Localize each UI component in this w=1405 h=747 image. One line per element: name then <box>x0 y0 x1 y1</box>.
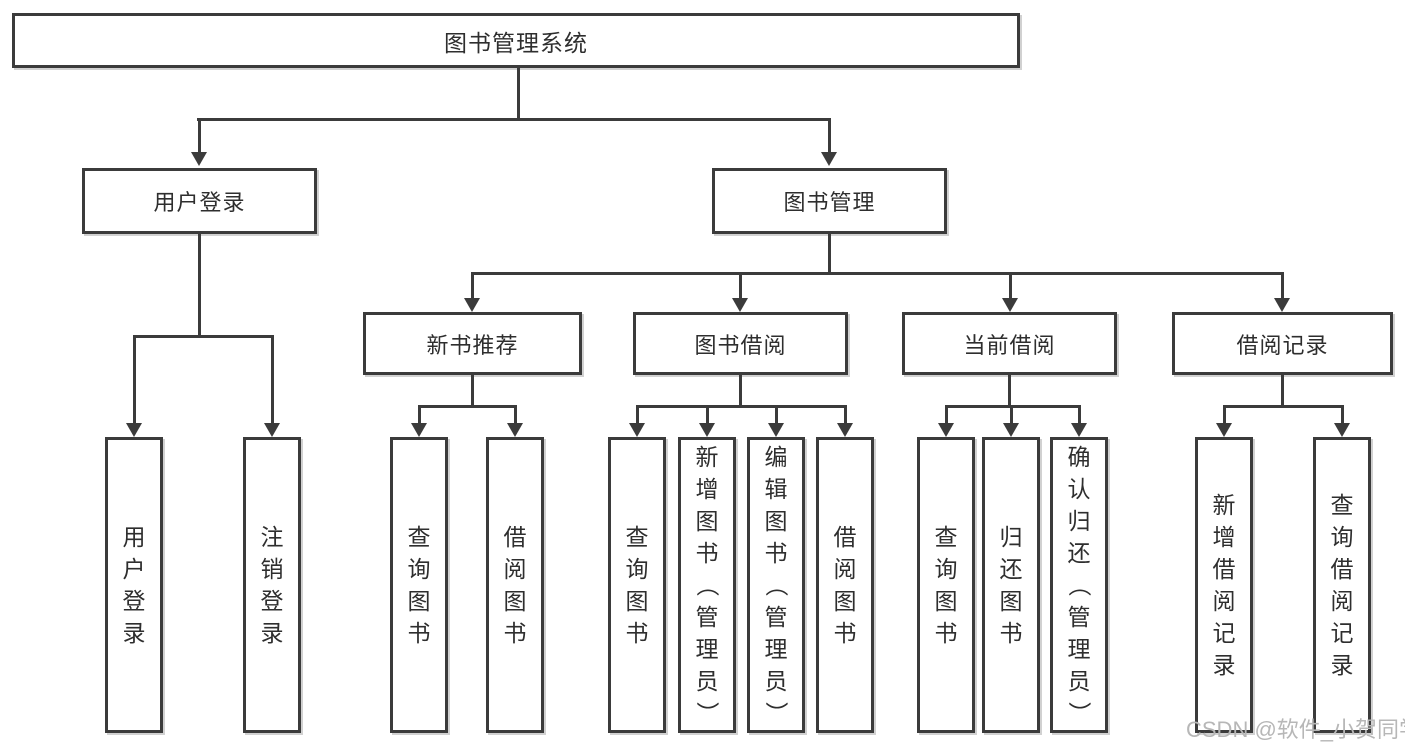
node-root-label: 图书管理系统 <box>444 29 588 56</box>
leaf-newbooks-borrow-label: 借阅图书 <box>503 524 527 646</box>
leaf-records-query: 查询借阅记录 <box>1313 437 1371 733</box>
node-new-book-recommend: 新书推荐 <box>363 312 582 375</box>
connector-line <box>1280 272 1284 298</box>
arrow-down-icon <box>264 423 280 437</box>
connector-line <box>828 234 831 272</box>
arrow-down-icon <box>732 298 748 312</box>
node-user-login-label: 用户登录 <box>153 190 246 215</box>
connector-line <box>470 272 474 298</box>
arrow-down-icon <box>1071 423 1087 437</box>
leaf-current-confirm-admin: 确认归还（管理员） <box>1050 437 1108 733</box>
connector-line <box>417 405 517 408</box>
leaf-current-return: 归还图书 <box>982 437 1040 733</box>
leaf-logout: 注销登录 <box>243 437 301 733</box>
leaf-user-login-label: 用户登录 <box>122 524 146 646</box>
leaf-records-add-label: 新增借阅记录 <box>1212 492 1236 678</box>
leaf-borrow-query-label: 查询图书 <box>625 524 649 646</box>
connector-line <box>197 118 831 121</box>
arrow-down-icon <box>821 152 837 166</box>
connector-line <box>843 405 847 423</box>
connector-line <box>516 68 520 118</box>
connector-line <box>1077 405 1081 423</box>
arrow-down-icon <box>191 152 207 166</box>
arrow-down-icon <box>507 423 523 437</box>
leaf-borrow-book: 借阅图书 <box>816 437 874 733</box>
connector-line <box>132 335 274 338</box>
leaf-current-query-label: 查询图书 <box>934 524 958 646</box>
leaf-user-login: 用户登录 <box>105 437 163 733</box>
node-book-borrow-label: 图书借阅 <box>694 332 787 358</box>
arrow-down-icon <box>126 423 142 437</box>
connector-line <box>1222 405 1226 423</box>
connector-line <box>132 335 136 423</box>
arrow-down-icon <box>699 423 715 437</box>
connector-line <box>1222 405 1344 408</box>
arrow-down-icon <box>464 298 480 312</box>
connector-line <box>828 118 831 152</box>
connector-line <box>1281 375 1284 405</box>
leaf-borrow-edit-admin-label: 编辑图书（管理员） <box>763 444 789 725</box>
leaf-newbooks-query: 查询图书 <box>390 437 448 733</box>
node-borrow-records: 借阅记录 <box>1172 312 1393 375</box>
connector-line <box>417 405 421 423</box>
connector-line <box>470 272 1284 275</box>
connector-line <box>1008 272 1012 298</box>
arrow-down-icon <box>1216 423 1232 437</box>
arrow-down-icon <box>1274 298 1290 312</box>
arrow-down-icon <box>938 423 954 437</box>
arrow-down-icon <box>629 423 645 437</box>
connector-line <box>739 375 742 405</box>
leaf-borrow-add-admin-label: 新增图书（管理员） <box>694 444 720 725</box>
connector-line <box>944 405 1081 408</box>
leaf-records-query-label: 查询借阅记录 <box>1330 492 1354 678</box>
connector-line <box>705 405 709 423</box>
arrow-down-icon <box>837 423 853 437</box>
node-root: 图书管理系统 <box>12 13 1020 68</box>
leaf-borrow-query: 查询图书 <box>608 437 666 733</box>
node-book-management: 图书管理 <box>712 168 947 234</box>
connector-line <box>774 405 778 423</box>
arrow-down-icon <box>768 423 784 437</box>
leaf-current-return-label: 归还图书 <box>999 524 1023 646</box>
leaf-newbooks-query-label: 查询图书 <box>407 524 431 646</box>
connector-line <box>944 405 948 423</box>
arrow-down-icon <box>1003 423 1019 437</box>
connector-line <box>738 272 742 298</box>
leaf-newbooks-borrow: 借阅图书 <box>486 437 544 733</box>
node-new-book-recommend-label: 新书推荐 <box>426 332 519 358</box>
leaf-borrow-edit-admin: 编辑图书（管理员） <box>747 437 805 733</box>
connector-line <box>1009 405 1013 423</box>
connector-line <box>470 375 474 405</box>
csdn-watermark: CSDN @软件_小贺同学 <box>1186 717 1405 742</box>
connector-line <box>197 118 201 152</box>
connector-line <box>198 234 201 335</box>
leaf-current-confirm-admin-label: 确认归还（管理员） <box>1066 444 1092 725</box>
connector-line <box>635 405 847 408</box>
node-user-login: 用户登录 <box>82 168 317 234</box>
node-current-borrow: 当前借阅 <box>902 312 1117 375</box>
connector-line <box>635 405 639 423</box>
leaf-logout-label: 注销登录 <box>260 524 284 646</box>
node-book-borrow: 图书借阅 <box>633 312 848 375</box>
arrow-down-icon <box>411 423 427 437</box>
leaf-records-add: 新增借阅记录 <box>1195 437 1253 733</box>
node-borrow-records-label: 借阅记录 <box>1236 332 1329 358</box>
connector-line <box>1008 375 1011 405</box>
leaf-current-query: 查询图书 <box>917 437 975 733</box>
connector-line <box>1340 405 1344 423</box>
arrow-down-icon <box>1002 298 1018 312</box>
connector-line <box>270 335 274 423</box>
connector-line <box>513 405 517 423</box>
leaf-borrow-add-admin: 新增图书（管理员） <box>678 437 736 733</box>
leaf-borrow-book-label: 借阅图书 <box>833 524 857 646</box>
arrow-down-icon <box>1334 423 1350 437</box>
node-book-management-label: 图书管理 <box>783 190 876 215</box>
node-current-borrow-label: 当前借阅 <box>963 332 1056 358</box>
